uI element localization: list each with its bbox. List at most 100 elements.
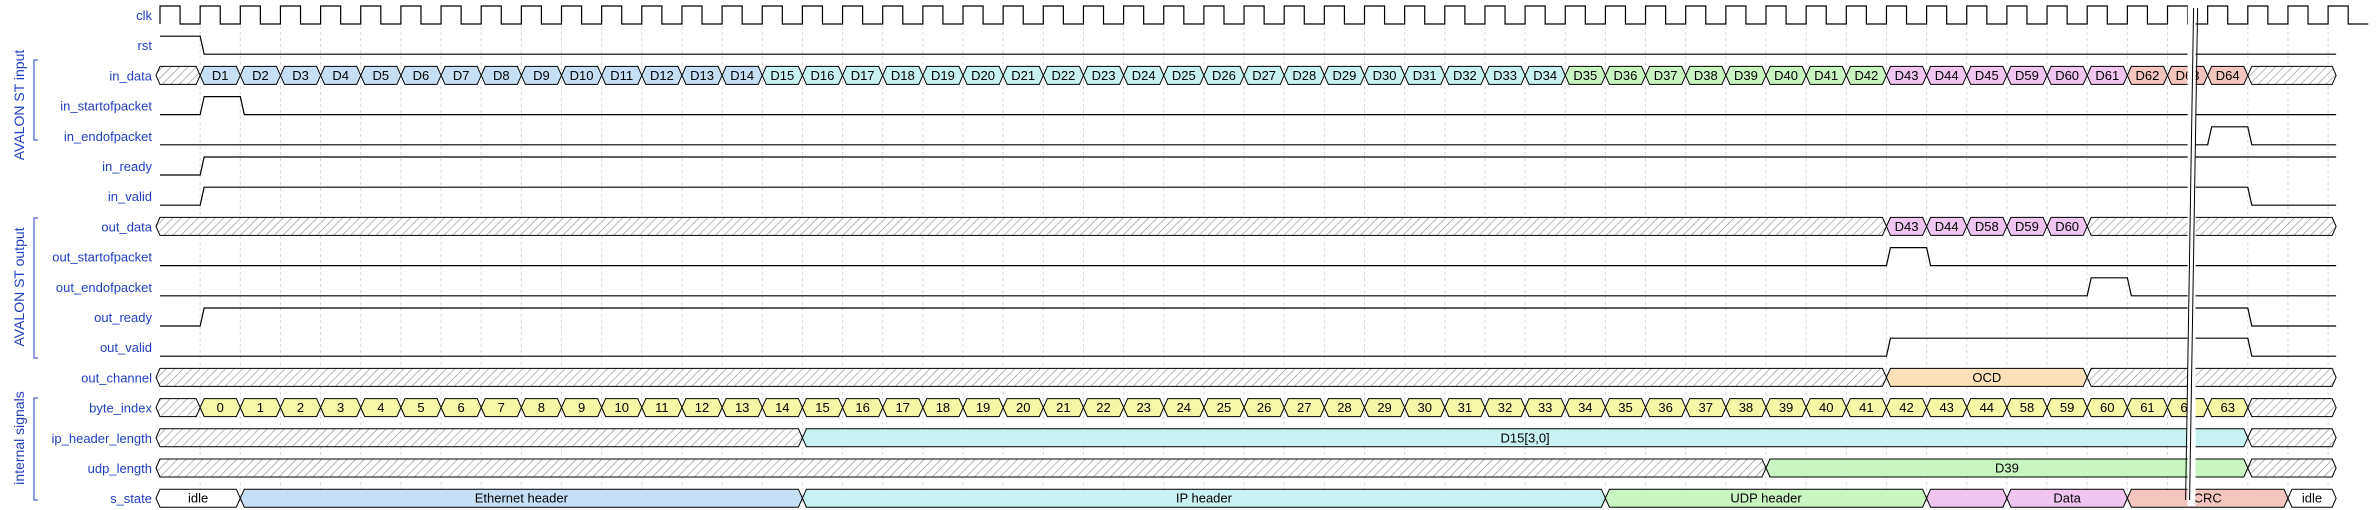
- signal-names: clkrstin_datain_startofpacketin_endofpac…: [52, 8, 153, 506]
- byte-index-4-label: 4: [377, 400, 384, 415]
- time-break-mask: [2187, 6, 2196, 506]
- in-data-d59-label: D59: [2015, 68, 2039, 83]
- out-channel-value-label: OCD: [1972, 370, 2001, 385]
- byte-index-26-label: 26: [1257, 400, 1271, 415]
- group-bracket: [33, 217, 38, 359]
- group-label-internal-signals: internal signals: [11, 391, 27, 484]
- in-data-d22-label: D22: [1051, 68, 1075, 83]
- in-data-d8-label: D8: [493, 68, 510, 83]
- byte-index-44-label: 44: [1980, 400, 1994, 415]
- byte-index-36-label: 36: [1658, 400, 1672, 415]
- byte-index-18-label: 18: [936, 400, 950, 415]
- byte-index-63-label: 63: [2220, 400, 2234, 415]
- signal-name-in_data: in_data: [109, 68, 152, 83]
- state-data-label: Data: [2053, 491, 2081, 506]
- in-data-d41-label: D41: [1814, 68, 1838, 83]
- byte-index-33-label: 33: [1538, 400, 1552, 415]
- in-data-d23-label: D23: [1092, 68, 1116, 83]
- out-data-d58-label: D58: [1975, 219, 1999, 234]
- byte-index-25-label: 25: [1217, 400, 1231, 415]
- grid-lines: [33, 8, 2329, 505]
- in-data-d13-label: D13: [690, 68, 714, 83]
- byte-index-2-label: 2: [297, 400, 304, 415]
- signal-name-out_sop: out_startofpacket: [52, 250, 152, 265]
- out-data-idle: [155, 216, 1887, 236]
- byte-index-1-label: 1: [257, 400, 264, 415]
- signal-groups: AVALON ST input AVALON ST output interna…: [11, 50, 27, 485]
- signal-name-out_data: out_data: [101, 219, 152, 234]
- out-data-d59-label: D59: [2015, 219, 2039, 234]
- in-data-d1-label: D1: [212, 68, 229, 83]
- out-valid-wave: [160, 337, 2337, 357]
- signal-name-out_valid: out_valid: [100, 340, 152, 355]
- in-data-d24-label: D24: [1132, 68, 1156, 83]
- time-break-line: [2185, 7, 2195, 501]
- byte-index-9-label: 9: [578, 400, 585, 415]
- byte-index-40-label: 40: [1819, 400, 1833, 415]
- group-bracket: [33, 397, 38, 501]
- state-payload: [1926, 488, 2008, 508]
- byte-index-8-label: 8: [538, 400, 545, 415]
- byte-index-21-label: 21: [1056, 400, 1070, 415]
- udp-length-idle-end: [2247, 458, 2337, 478]
- byte-index-28-label: 28: [1337, 400, 1351, 415]
- ip-header-length-value-label: D15[3,0]: [1501, 430, 1550, 445]
- in-data-d43-label: D43: [1895, 68, 1919, 83]
- byte-index-6-label: 6: [458, 400, 465, 415]
- signal-name-out_ready: out_ready: [94, 310, 152, 325]
- in-data-d60-label: D60: [2055, 68, 2079, 83]
- ip-header-length-idle-end: [2247, 428, 2337, 448]
- in-data-d45-label: D45: [1975, 68, 1999, 83]
- byte-index-3-label: 3: [337, 400, 344, 415]
- signal-name-udp_length: udp_length: [88, 461, 152, 476]
- in-data-d5-label: D5: [373, 68, 390, 83]
- in-data-d9-label: D9: [533, 68, 550, 83]
- in-data-d25-label: D25: [1172, 68, 1196, 83]
- out-startofpacket-wave: [160, 247, 2337, 267]
- udp-length-idle: [155, 458, 1767, 478]
- byte-index-42-label: 42: [1899, 400, 1913, 415]
- out-channel-idle-end: [2086, 367, 2337, 387]
- in-data-d42-label: D42: [1854, 68, 1878, 83]
- byte-index-10-label: 10: [614, 400, 628, 415]
- out-endofpacket-wave: [160, 277, 2337, 297]
- in-data-d21-label: D21: [1011, 68, 1035, 83]
- in-data-d17-label: D17: [851, 68, 875, 83]
- in-valid-wave: [160, 186, 2337, 206]
- in-data-d4-label: D4: [332, 68, 349, 83]
- ip-header-length-idle: [155, 428, 803, 448]
- byte-index-7-label: 7: [498, 400, 505, 415]
- byte-index-11-label: 11: [655, 400, 669, 415]
- out-ready-wave: [160, 307, 2337, 327]
- byte-index-15-label: 15: [815, 400, 829, 415]
- signal-name-out_eop: out_endofpacket: [56, 280, 153, 295]
- udp-length-value-label: D39: [1995, 461, 2019, 476]
- in-data-d2-label: D2: [252, 68, 269, 83]
- out-channel-idle: [155, 367, 1887, 387]
- group-bracket: [33, 59, 38, 141]
- in-data-d12-label: D12: [650, 68, 674, 83]
- in-data-d16-label: D16: [811, 68, 835, 83]
- group-label-avalon-st-output: AVALON ST output: [11, 227, 27, 346]
- in-data-d31-label: D31: [1413, 68, 1437, 83]
- in-data-d3-label: D3: [292, 68, 309, 83]
- byte-index-30-label: 30: [1417, 400, 1431, 415]
- byte-index-24-label: 24: [1177, 400, 1191, 415]
- byte-index-14-label: 14: [775, 400, 789, 415]
- in-data-d20-label: D20: [971, 68, 995, 83]
- state-udp-header-label: UDP header: [1730, 491, 1802, 506]
- signal-name-in_valid: in_valid: [108, 189, 152, 204]
- byte-index-12-label: 12: [695, 400, 709, 415]
- in-data-d15-label: D15: [770, 68, 794, 83]
- out-data-d60-label: D60: [2055, 219, 2079, 234]
- in-data-d64-label: D64: [2216, 68, 2240, 83]
- in-data-d33-label: D33: [1493, 68, 1517, 83]
- in-data-d35-label: D35: [1573, 68, 1597, 83]
- byte-index-23-label: 23: [1136, 400, 1150, 415]
- byte-index-61-label: 61: [2140, 400, 2154, 415]
- in-data-d30-label: D30: [1373, 68, 1397, 83]
- out-data-d44-label: D44: [1935, 219, 1959, 234]
- byte-index-idle-end: [2247, 398, 2337, 418]
